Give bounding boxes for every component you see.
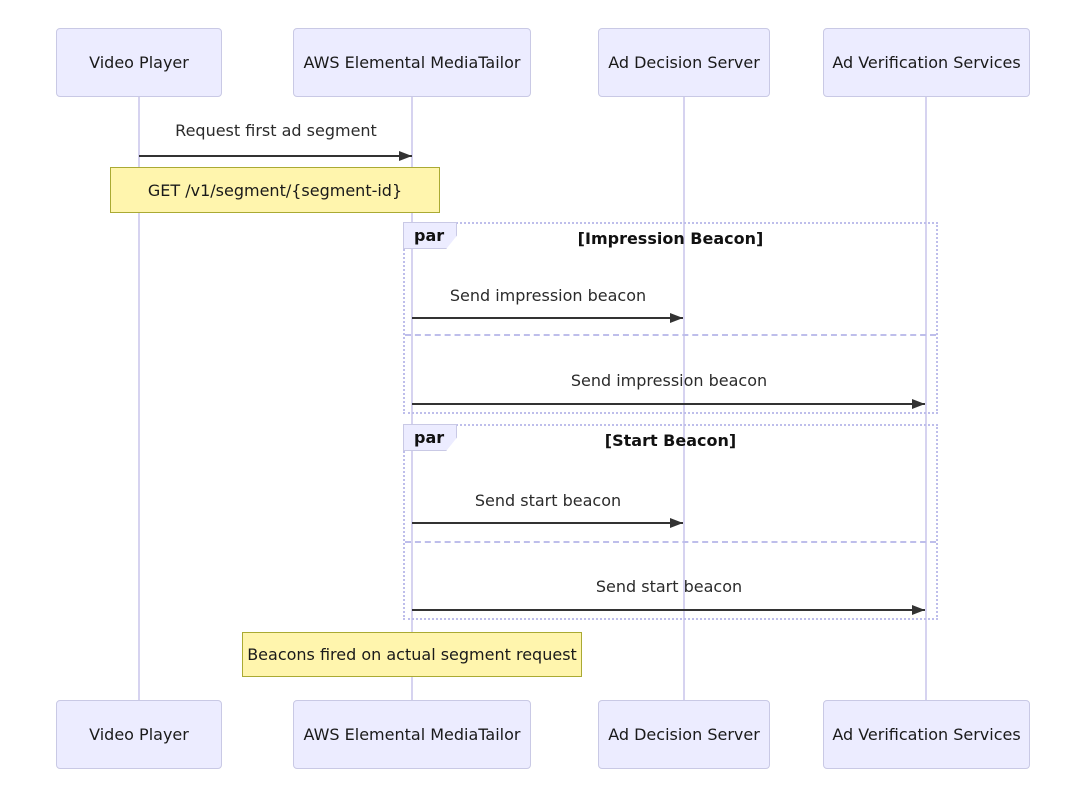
lifeline-mediatailor [411,97,413,700]
participant-video-player-bottom: Video Player [56,700,222,769]
arrow-send-start-beacon-ads [412,518,683,528]
participant-mediatailor-top: AWS Elemental MediaTailor [293,28,531,97]
note-beacons-fired: Beacons fired on actual segment request [242,632,582,677]
participant-label: Video Player [89,53,189,72]
arrow-request-first-ad-segment [139,151,412,161]
participant-label: Ad Verification Services [832,725,1021,744]
participant-label: AWS Elemental MediaTailor [303,53,521,72]
lifeline-ad-verification-services [925,97,927,700]
message-send-impression-beacon-verification: Send impression beacon [570,371,768,390]
note-text: Beacons fired on actual segment request [247,645,577,664]
participant-label: Ad Decision Server [608,725,760,744]
participant-ad-decision-server-top: Ad Decision Server [598,28,770,97]
participant-ad-verification-services-top: Ad Verification Services [823,28,1030,97]
arrow-send-start-beacon-verification [412,605,925,615]
par-condition-start-beacon: [Start Beacon] [604,431,737,450]
participant-ad-decision-server-bottom: Ad Decision Server [598,700,770,769]
arrow-send-impression-beacon-verification [412,399,925,409]
message-request-first-ad-segment: Request first ad segment [175,121,377,140]
note-get-segment: GET /v1/segment/{segment-id} [110,167,440,213]
message-send-start-beacon-ads: Send start beacon [474,491,622,510]
participant-label: Ad Verification Services [832,53,1021,72]
participant-video-player-top: Video Player [56,28,222,97]
message-send-start-beacon-verification: Send start beacon [595,577,743,596]
par-divider [405,541,936,543]
participant-mediatailor-bottom: AWS Elemental MediaTailor [293,700,531,769]
par-block-start-beacon: par [Start Beacon] [403,424,938,620]
par-label: par [403,424,457,451]
par-condition-impression-beacon: [Impression Beacon] [577,229,764,248]
par-divider [405,334,936,336]
participant-label: AWS Elemental MediaTailor [303,725,521,744]
lifeline-video-player [138,97,140,700]
par-label: par [403,222,457,249]
participant-label: Ad Decision Server [608,53,760,72]
note-text: GET /v1/segment/{segment-id} [147,180,403,200]
arrow-send-impression-beacon-ads [412,313,683,323]
par-block-impression-beacon: par [Impression Beacon] [403,222,938,414]
lifeline-ad-decision-server [683,97,685,700]
participant-label: Video Player [89,725,189,744]
participant-ad-verification-services-bottom: Ad Verification Services [823,700,1030,769]
message-send-impression-beacon-ads: Send impression beacon [449,286,647,305]
